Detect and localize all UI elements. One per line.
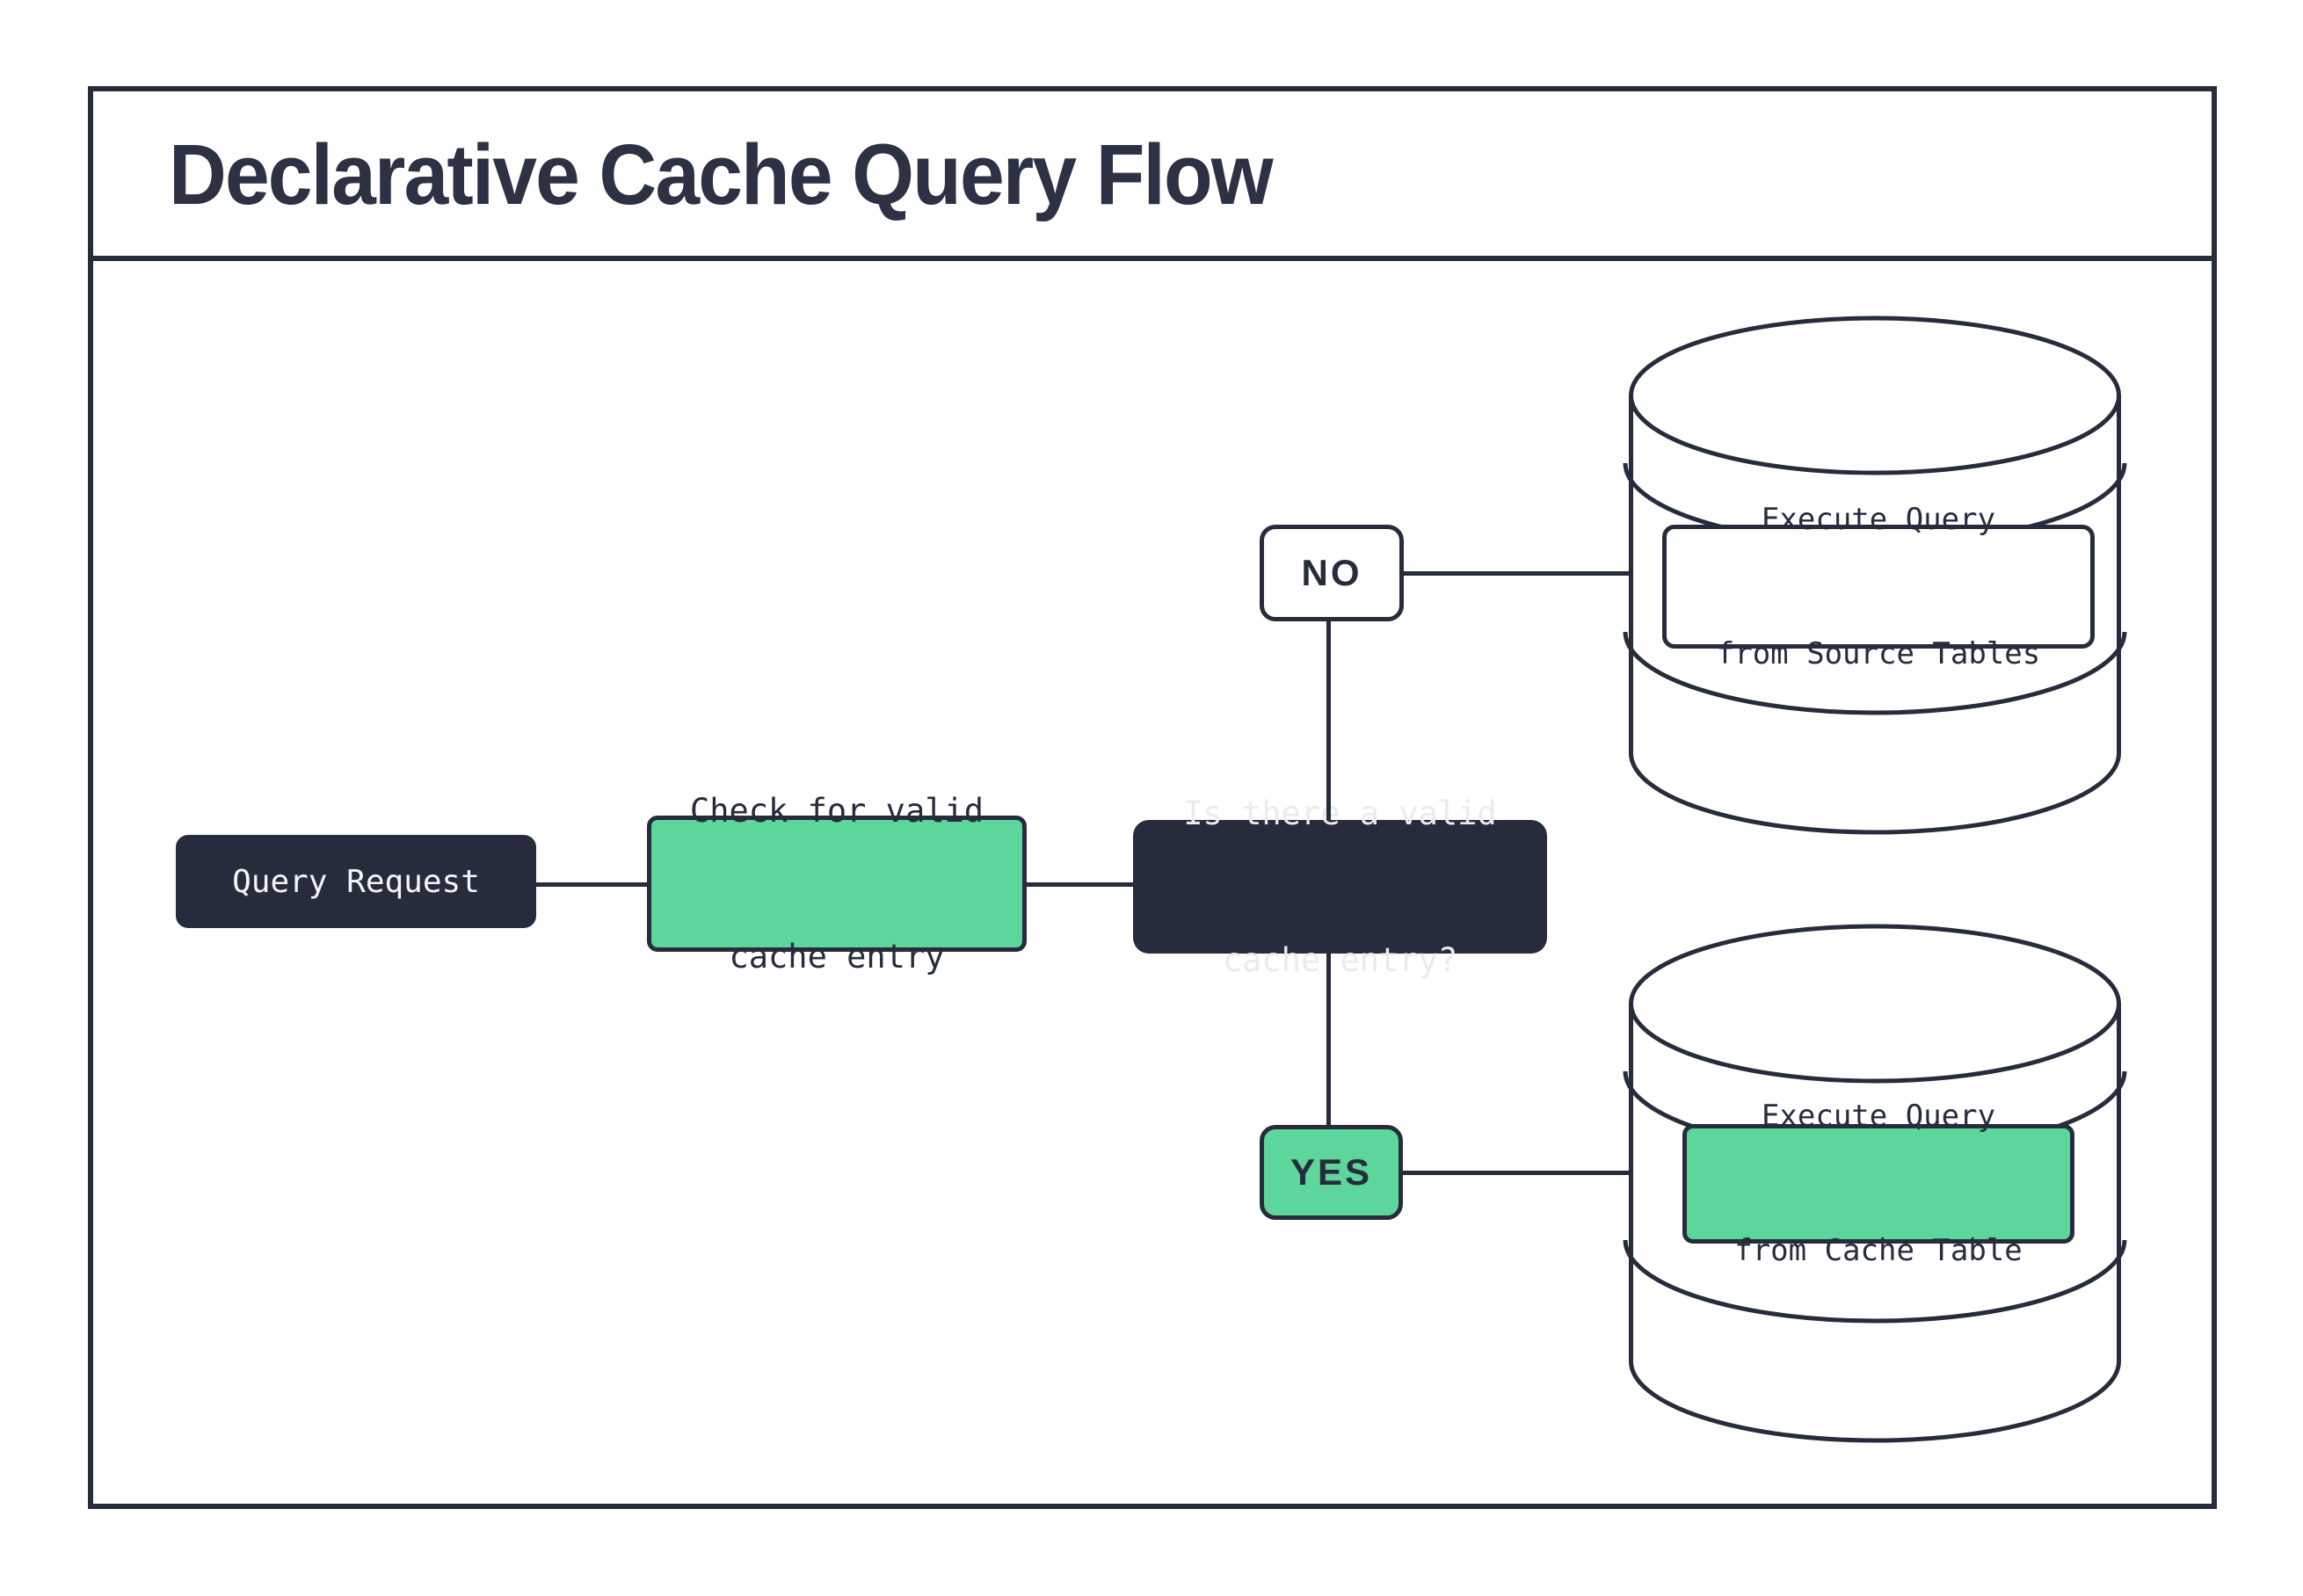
decision-line2: cache entry? bbox=[1222, 940, 1458, 979]
check-cache-line1: Check for valid bbox=[689, 791, 984, 830]
query-request-label: Query Request bbox=[232, 863, 480, 900]
execute-source-line2: from Source Tables bbox=[1716, 635, 2041, 671]
node-execute-cache: Execute Query from Cache Table bbox=[1682, 1099, 2074, 1268]
check-cache-line2: cache entry bbox=[729, 938, 945, 976]
page-title: Declarative Cache Query Flow bbox=[169, 127, 1274, 222]
node-query-request: Query Request bbox=[176, 835, 536, 928]
decision-line1: Is there a valid bbox=[1183, 794, 1497, 832]
node-decision-valid-cache: Is there a valid cache entry? bbox=[1133, 794, 1547, 979]
edge-query-to-check bbox=[536, 882, 647, 887]
edge-yes-to-cache-db bbox=[1403, 1171, 1631, 1175]
edge-check-to-decision bbox=[1027, 882, 1133, 887]
title-bar: Declarative Cache Query Flow bbox=[93, 91, 2212, 261]
execute-cache-line2: from Cache Table bbox=[1734, 1233, 2023, 1268]
node-branch-no: NO bbox=[1260, 525, 1404, 621]
edge-no-to-source-db bbox=[1404, 571, 1631, 576]
node-check-cache: Check for valid cache entry bbox=[647, 792, 1027, 976]
edge-decision-to-yes bbox=[1326, 954, 1331, 1125]
execute-source-line1: Execute Query bbox=[1761, 501, 1996, 537]
edge-decision-to-no bbox=[1326, 621, 1331, 820]
node-execute-source: Execute Query from Source Tables bbox=[1662, 502, 2095, 671]
execute-cache-line1: Execute Query bbox=[1761, 1099, 1996, 1134]
branch-yes-label: YES bbox=[1290, 1151, 1373, 1193]
node-branch-yes: YES bbox=[1260, 1125, 1403, 1220]
branch-no-label: NO bbox=[1301, 552, 1362, 593]
